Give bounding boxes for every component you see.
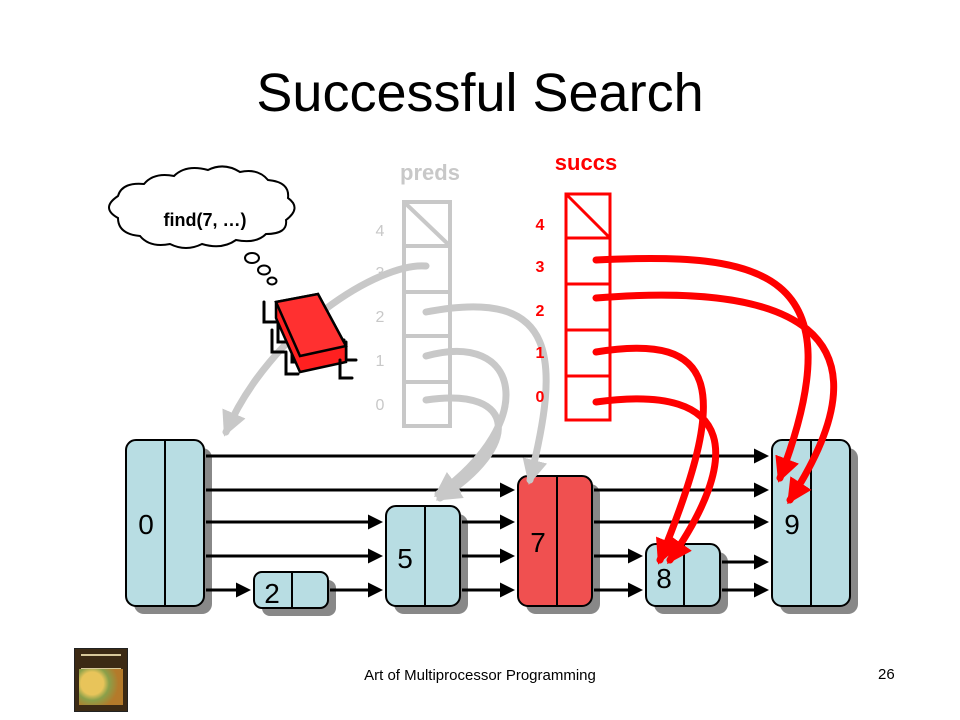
thread-bug-icon (262, 292, 358, 380)
next-pointers (206, 448, 769, 598)
pred-pointer-2 (422, 303, 550, 485)
node-2-key: 2 (264, 578, 280, 609)
node-8-key: 8 (656, 563, 672, 594)
node-5-key: 5 (397, 543, 413, 574)
thought-bubble-text: find(7, …) (164, 210, 247, 230)
page-number: 26 (878, 666, 895, 683)
node-9-key: 9 (784, 509, 800, 540)
succs-label: succs (555, 150, 617, 175)
node-0: 0 (125, 439, 212, 614)
succs-level-1: 1 (536, 345, 545, 362)
bubble-dot-2 (257, 264, 271, 276)
succs-level-2: 2 (536, 303, 545, 320)
pred-pointer-1 (422, 347, 510, 498)
node-8: 8 (645, 543, 728, 614)
thought-bubble-icon (108, 165, 296, 249)
succs-level-4: 4 (536, 217, 545, 234)
pred-pointer-0 (422, 394, 502, 502)
node-0-key: 0 (138, 509, 154, 540)
slide-title: Successful Search (256, 63, 704, 123)
node-5: 5 (385, 505, 468, 614)
book-cover-logo (74, 648, 128, 712)
preds-level-0: 0 (376, 397, 385, 414)
preds-label: preds (400, 160, 460, 185)
bubble-dot-1 (244, 252, 260, 264)
preds-level-4: 4 (376, 223, 385, 240)
succ-pointer-1 (592, 344, 707, 565)
succs-array: succs 4 3 2 1 0 (536, 150, 838, 565)
book-cover-art (79, 669, 123, 705)
book-cover-title-lines (81, 654, 121, 670)
succs-level-0: 0 (536, 389, 545, 406)
bubble-dot-3 (266, 276, 278, 286)
preds-level-1: 1 (376, 353, 385, 370)
preds-level-2: 2 (376, 309, 385, 326)
preds-array: preds 4 3 2 1 0 (222, 160, 550, 502)
footer-title: Art of Multiprocessor Programming (364, 667, 596, 684)
thought-bubble: find(7, …) (108, 165, 296, 286)
succ-pointer-3 (592, 254, 812, 483)
node-7-found: 7 (517, 475, 600, 614)
succ-pointer-0 (592, 395, 720, 565)
succs-level-3: 3 (536, 259, 545, 276)
node-2: 2 (253, 571, 336, 616)
node-7-key: 7 (530, 527, 546, 558)
succ-pointer-2 (592, 291, 838, 505)
